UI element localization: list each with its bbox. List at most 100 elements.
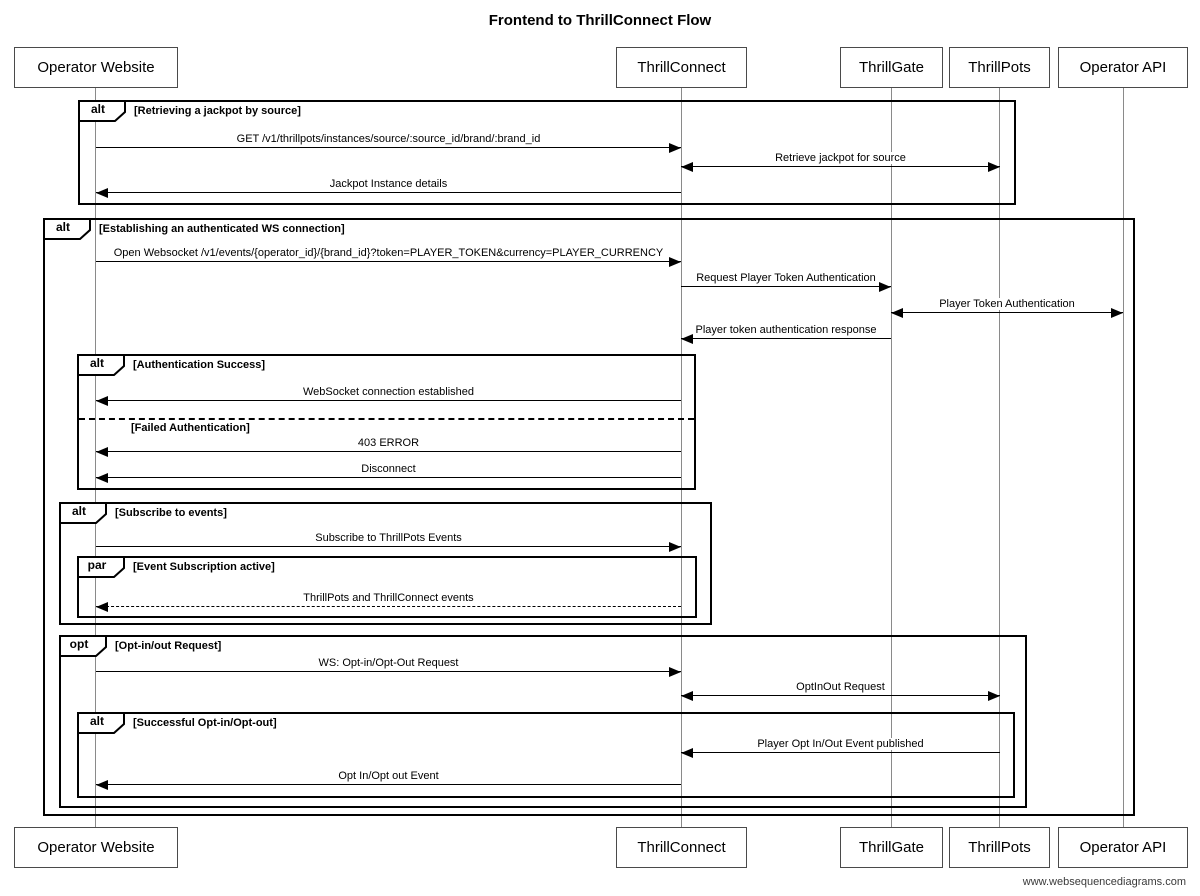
message-line: [96, 546, 681, 547]
message-thrillpots-thrillconnect-events: ThrillPots and ThrillConnect events: [96, 588, 681, 612]
arrowhead-right-icon: [669, 542, 681, 552]
fragment-condition: [Successful Opt-in/Opt-out]: [133, 717, 277, 729]
participant-operator-website-bottom: Operator Website: [14, 827, 178, 868]
message-player-token-auth-response: Player token authentication response: [681, 320, 891, 344]
fragment-condition: [Establishing an authenticated WS connec…: [99, 223, 345, 235]
message-line: [96, 671, 681, 672]
message-label: Subscribe to ThrillPots Events: [96, 532, 681, 545]
fragment-operator-tab: par: [77, 556, 125, 578]
participant-thrillpots-top: ThrillPots: [949, 47, 1050, 88]
diagram-title: Frontend to ThrillConnect Flow: [488, 12, 712, 29]
message-label: ThrillPots and ThrillConnect events: [96, 592, 681, 605]
message-label: Player Token Authentication: [891, 298, 1123, 311]
alt-else-condition: [Failed Authentication]: [131, 422, 250, 434]
lifeline-operator-website: [95, 88, 96, 827]
arrowhead-left-icon: [96, 447, 108, 457]
fragment-operator-tab: alt: [77, 354, 125, 376]
fragment-operator-tab: alt: [59, 502, 107, 524]
fragment-alt-authentication: alt [Authentication Success] [Failed Aut…: [77, 354, 696, 490]
arrowhead-left-icon: [96, 396, 108, 406]
participant-label: Operator Website: [37, 59, 155, 76]
message-opt-in-opt-out-event: Opt In/Opt out Event: [96, 766, 681, 790]
arrowhead-right-icon: [669, 257, 681, 267]
message-label: Disconnect: [96, 463, 681, 476]
participant-label: ThrillGate: [858, 839, 925, 856]
participant-label: ThrillConnect: [637, 839, 726, 856]
message-line: [681, 695, 1000, 696]
participant-label: ThrillGate: [858, 59, 925, 76]
message-label: Open Websocket /v1/events/{operator_id}/…: [96, 247, 681, 260]
message-label: Player Opt In/Out Event published: [681, 738, 1000, 751]
participant-label: ThrillConnect: [637, 59, 726, 76]
fragment-tab-shape: [78, 100, 126, 122]
message-line: [96, 261, 681, 262]
message-label: WebSocket connection established: [96, 386, 681, 399]
fragment-operator-label: opt: [69, 637, 89, 651]
fragment-operator-label: alt: [71, 504, 86, 518]
arrowhead-left-icon: [681, 748, 693, 758]
participant-operator-website-top: Operator Website: [14, 47, 178, 88]
message-websocket-established: WebSocket connection established: [96, 382, 681, 406]
fragment-alt-successful-optinout: alt [Successful Opt-in/Opt-out]: [77, 712, 1015, 798]
message-jackpot-instance-details: Jackpot Instance details: [96, 174, 681, 198]
participant-label: Operator API: [1079, 59, 1167, 76]
message-403-error: 403 ERROR: [96, 433, 681, 457]
message-label: Opt In/Opt out Event: [96, 770, 681, 783]
arrowhead-left-icon: [681, 691, 693, 701]
message-disconnect: Disconnect: [96, 459, 681, 483]
message-optinout-request: OptInOut Request: [681, 677, 1000, 701]
fragment-operator-tab: alt: [77, 712, 125, 734]
arrowhead-left-icon: [96, 188, 108, 198]
fragment-condition: [Event Subscription active]: [133, 561, 275, 573]
arrowhead-right-icon: [988, 162, 1000, 172]
participant-thrillconnect-top: ThrillConnect: [616, 47, 747, 88]
participant-label: Operator Website: [37, 839, 155, 856]
message-label: OptInOut Request: [681, 681, 1000, 694]
fragment-tab-shape: [77, 712, 125, 734]
message-line: [681, 286, 891, 287]
participant-thrillgate-bottom: ThrillGate: [840, 827, 943, 868]
participant-operator-api-bottom: Operator API: [1058, 827, 1188, 868]
arrowhead-left-icon: [891, 308, 903, 318]
message-player-token-authentication: Player Token Authentication: [891, 294, 1123, 318]
fragment-condition: [Opt-in/out Request]: [115, 640, 222, 652]
message-get-jackpot-by-source: GET /v1/thrillpots/instances/source/:sou…: [96, 129, 681, 153]
lifeline-thrillgate: [891, 88, 892, 827]
fragment-alt-retrieving-jackpot: alt [Retrieving a jackpot by source]: [78, 100, 1016, 205]
lifeline-thrillpots: [999, 88, 1000, 827]
message-line: [681, 752, 1000, 753]
fragment-tab-shape: [77, 556, 125, 578]
message-request-player-token-auth: Request Player Token Authentication: [681, 268, 891, 292]
message-line: [96, 451, 681, 452]
participant-label: Operator API: [1079, 839, 1167, 856]
message-line: [96, 784, 681, 785]
message-label: Retrieve jackpot for source: [681, 152, 1000, 165]
fragment-operator-label: alt: [90, 102, 105, 116]
participant-operator-api-top: Operator API: [1058, 47, 1188, 88]
fragment-operator-label: alt: [55, 220, 70, 234]
fragment-par-event-subscription: par [Event Subscription active]: [77, 556, 697, 618]
message-line: [96, 400, 681, 401]
message-label: WS: Opt-in/Opt-Out Request: [96, 657, 681, 670]
arrowhead-left-icon: [96, 780, 108, 790]
participant-thrillgate-top: ThrillGate: [840, 47, 943, 88]
fragment-operator-tab: opt: [59, 635, 107, 657]
message-ws-optin-optout-request: WS: Opt-in/Opt-Out Request: [96, 653, 681, 677]
fragment-operator-label: alt: [89, 356, 104, 370]
arrowhead-left-icon: [96, 473, 108, 483]
message-label: Player token authentication response: [681, 324, 891, 337]
participant-label: ThrillPots: [968, 839, 1031, 856]
fragment-tab-shape: [43, 218, 91, 240]
message-retrieve-jackpot-for-source: Retrieve jackpot for source: [681, 148, 1000, 172]
message-line: [96, 147, 681, 148]
message-line: [891, 312, 1123, 313]
message-line: [96, 477, 681, 478]
fragment-condition: [Subscribe to events]: [115, 507, 227, 519]
fragment-operator-label: par: [87, 558, 107, 572]
arrowhead-right-icon: [988, 691, 1000, 701]
fragment-opt-optinout-request: opt [Opt-in/out Request]: [59, 635, 1027, 808]
fragment-condition: [Retrieving a jackpot by source]: [134, 105, 301, 117]
message-subscribe-thrillpots-events: Subscribe to ThrillPots Events: [96, 528, 681, 552]
watermark: www.websequencediagrams.com: [1022, 876, 1186, 888]
